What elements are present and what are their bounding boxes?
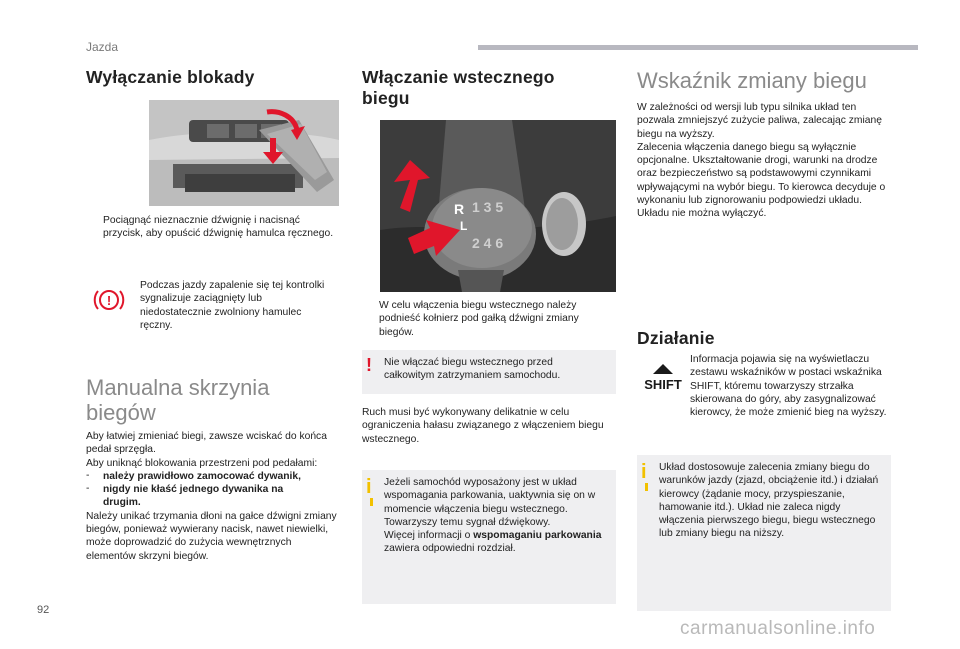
parking-info-b1: Więcej informacji o: [384, 530, 474, 542]
indicator-p1: W zależności od wersji lub typu silnika …: [637, 102, 882, 140]
bullet-marker: [86, 214, 103, 241]
shift-description: Informacja pojawia się na wyświetlaczu z…: [690, 354, 887, 419]
title-manual-line2: biegów: [86, 400, 156, 425]
knob-bottom-numbers: 2 4 6: [472, 235, 503, 251]
title-reverse-gear: Włączanie wstecznego biegu: [362, 67, 612, 109]
warning-exclamation-icon: !: [366, 355, 372, 375]
info-bar-decoration: [370, 498, 373, 506]
manual-p3: Należy unikać trzymania dłoni na gałce d…: [86, 510, 337, 562]
reverse-warning-text: Nie włączać biegu wstecznego przed całko…: [384, 357, 561, 382]
reverse-warning-box: ! Nie włączać biegu wstecznego przed cał…: [362, 350, 616, 394]
adaptation-info-text: Układ dostosowuje zalecenia zmiany biegu…: [659, 462, 879, 540]
parking-info-content: Jeżeli samochód wyposażony jest w układ …: [384, 476, 606, 556]
parking-info-box: i Jeżeli samochód wyposażony jest w ukła…: [362, 470, 616, 604]
title-reverse-line2: biegu: [362, 88, 410, 108]
indicator-p3: Układu nie można wyłączyć.: [637, 208, 767, 220]
svg-text:!: !: [107, 293, 111, 308]
page-number: 92: [37, 604, 50, 616]
manual-p2: Aby uniknąć blokowania przestrzeni pod p…: [86, 457, 318, 469]
title-reverse-line1: Włączanie wstecznego: [362, 67, 555, 87]
section-label: Jazda: [86, 40, 119, 54]
manual-gearbox-text: Aby łatwiej zmieniać biegi, zawsze wcisk…: [86, 430, 338, 563]
indicator-p2: Zalecenia włączenia danego biegu są wyłą…: [637, 141, 886, 207]
brake-warning-text: Podczas jazdy zapalenie się tej kontrolk…: [140, 280, 325, 331]
dash-item-2: - nigdy nie kłaść jednego dywanika na dr…: [86, 483, 338, 510]
dash-item-2-text-a: nigdy nie kłaść jednego dywanika na: [103, 484, 284, 496]
manual-p1: Aby łatwiej zmieniać biegi, zawsze wcisk…: [86, 431, 327, 456]
watermark: carmanualsonline.info: [680, 618, 876, 639]
knob-r-letter: R: [454, 201, 464, 217]
title-gear-indicator: Wskaźnik zmiany biegu: [637, 68, 867, 93]
gear-indicator-text: W zależności od wersji lub typu silnika …: [637, 101, 887, 221]
title-unlock: Wyłączanie blokady: [86, 67, 255, 87]
dash-item-1: - należy prawidłowo zamocować dywanik,: [86, 470, 338, 483]
parking-brake-illustration: [149, 100, 339, 206]
bullet-release: Pociągnąć nieznacznie dźwignię i nacisną…: [86, 214, 336, 241]
parking-info-text-a: Jeżeli samochód wyposażony jest w układ …: [384, 477, 596, 528]
parking-info-b2: wspomaganiu parkowania: [473, 530, 602, 542]
bullet-release-text: Pociągnąć nieznacznie dźwignię i nacisną…: [103, 215, 334, 240]
bullet-reverse: W celu włączenia biegu wstecznego należy…: [362, 299, 612, 339]
brake-warning-icon: !: [92, 287, 126, 313]
title-operation: Działanie: [637, 328, 715, 348]
parking-info-text-b: Więcej informacji o wspomaganiu parkowan…: [384, 529, 606, 556]
dash-item-2-text-b: drugim.: [103, 497, 141, 509]
reverse-paragraph: Ruch musi być wykonywany delikatnie w ce…: [362, 407, 604, 445]
gear-knob-illustration: 1 3 5 2 4 6 R L: [380, 120, 616, 292]
dash-mark: -: [86, 483, 90, 495]
header-rule: [478, 45, 918, 50]
bullet-marker: [362, 299, 379, 339]
parking-info-b3: zawiera odpowiedni rozdział.: [384, 543, 516, 555]
dash-mark: -: [86, 469, 90, 481]
adaptation-info-box: i Układ dostosowuje zalecenia zmiany bie…: [637, 455, 891, 611]
knob-top-numbers: 1 3 5: [472, 199, 503, 215]
info-icon: i: [641, 461, 647, 483]
title-manual-gearbox: Manualna skrzynia biegów: [86, 375, 346, 425]
info-icon: i: [366, 476, 372, 498]
title-manual-line1: Manualna skrzynia: [86, 375, 270, 400]
bullet-reverse-text: W celu włączenia biegu wstecznego należy…: [379, 300, 579, 338]
knob-l-letter: L: [460, 219, 467, 233]
dash-item-1-text: należy prawidłowo zamocować dywanik,: [103, 470, 301, 482]
shift-indicator-icon: SHIFT: [639, 362, 687, 392]
info-bar-decoration: [645, 483, 648, 491]
shift-label: SHIFT: [644, 377, 682, 392]
